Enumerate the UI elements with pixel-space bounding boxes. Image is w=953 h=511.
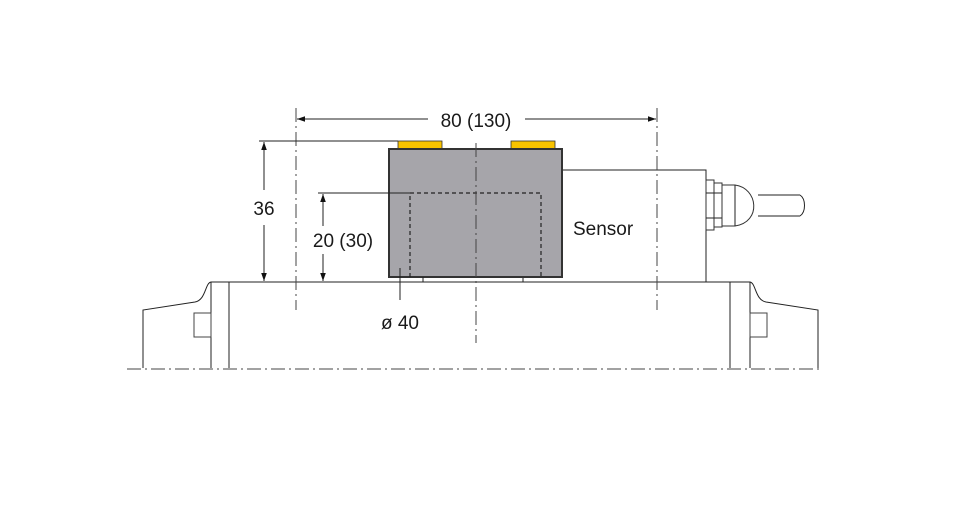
right-bracket — [749, 281, 819, 368]
cable — [758, 194, 805, 217]
mounting-base — [210, 281, 751, 368]
diameter-label: ø 40 — [381, 313, 419, 334]
led-indicator — [510, 140, 556, 150]
cable-gland — [705, 179, 755, 231]
led-indicator — [397, 140, 443, 150]
height-dimension-label: 36 — [253, 199, 274, 220]
left-bracket — [142, 281, 212, 368]
sensor-label: Sensor — [573, 219, 634, 240]
width-dimension-label: 80 (130) — [441, 111, 512, 132]
depth-dimension-label: 20 (30) — [313, 231, 373, 252]
